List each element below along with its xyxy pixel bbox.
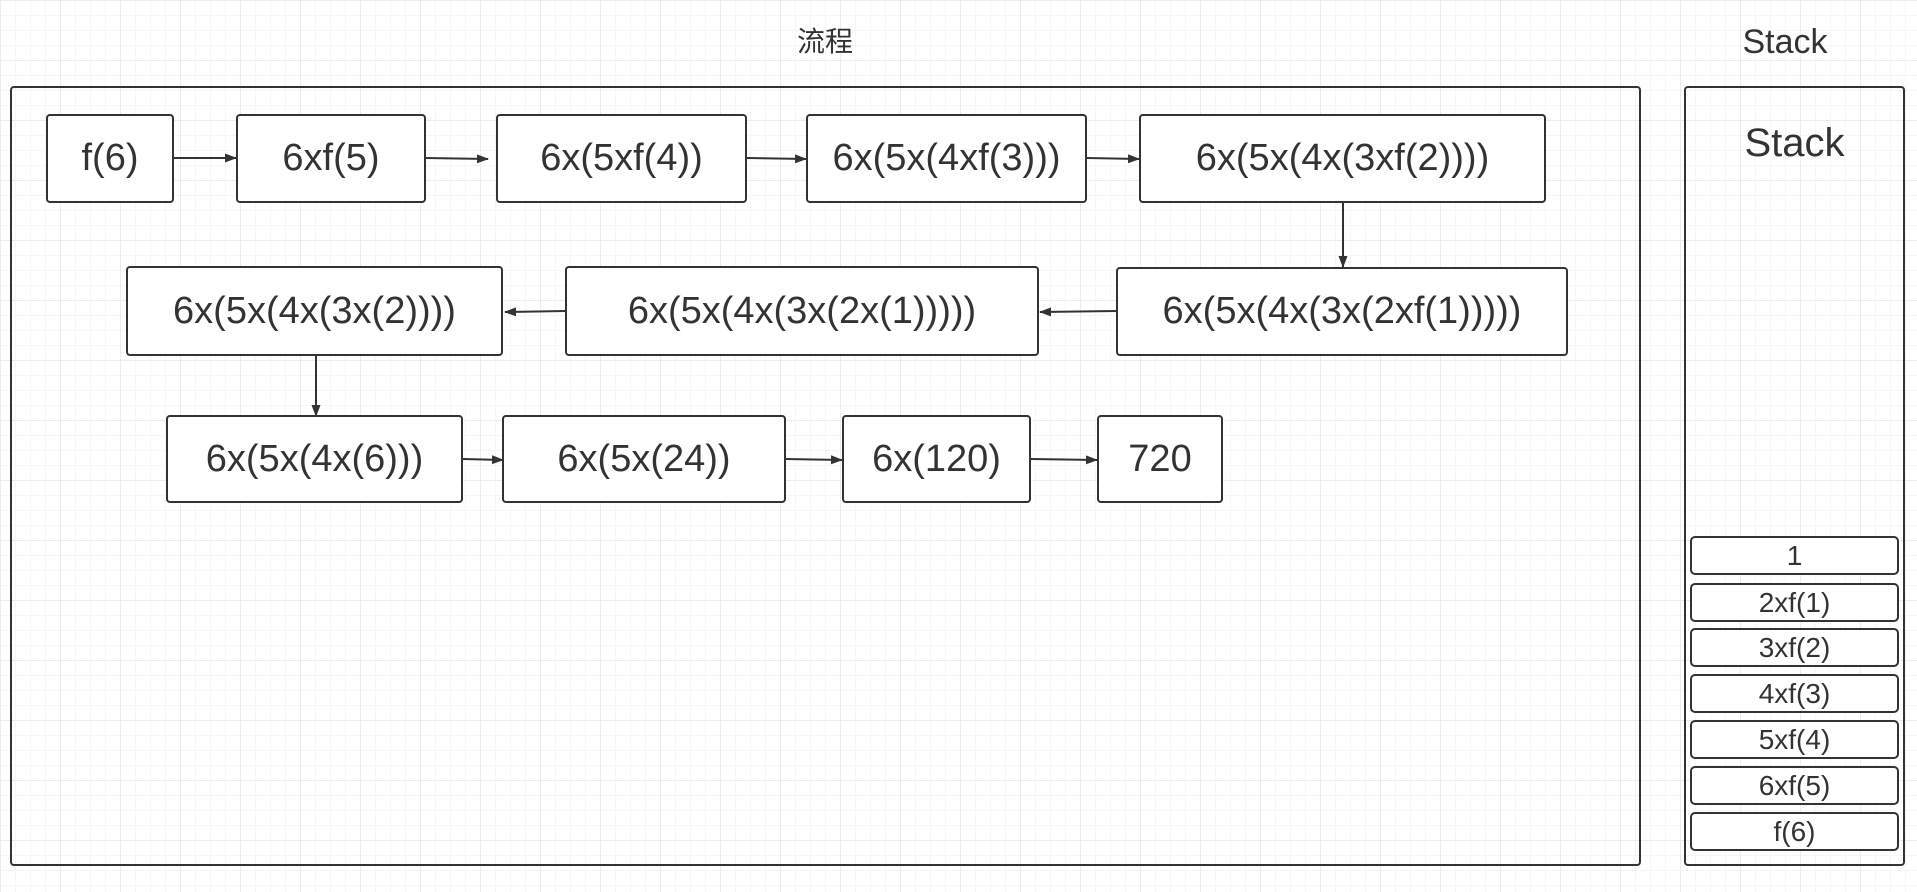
stack-panel-heading: Stack xyxy=(1744,121,1845,165)
flow-node[interactable]: 6xf(5) xyxy=(236,114,426,203)
flow-node[interactable]: 6x(5x(4x(6))) xyxy=(166,415,463,503)
flow-node[interactable]: 6x(5xf(4)) xyxy=(496,114,747,203)
stack-item[interactable]: 3xf(2) xyxy=(1690,628,1899,667)
flow-node[interactable]: 6x(120) xyxy=(842,415,1031,503)
flow-node[interactable]: 6x(5x(4xf(3))) xyxy=(806,114,1087,203)
flow-title: 流程 xyxy=(796,26,853,57)
flow-result-node[interactable]: 720 xyxy=(1097,415,1223,503)
stack-panel[interactable] xyxy=(1684,86,1905,866)
flow-node[interactable]: 6x(5x(4x(3x(2x(1))))) xyxy=(565,266,1039,356)
stack-item[interactable]: 4xf(3) xyxy=(1690,674,1899,713)
flow-node[interactable]: 6x(5x(4x(3x(2xf(1))))) xyxy=(1116,267,1568,356)
stack-title: Stack xyxy=(1742,23,1828,61)
stack-item[interactable]: 6xf(5) xyxy=(1690,766,1899,805)
stack-item[interactable]: 2xf(1) xyxy=(1690,583,1899,622)
stack-item[interactable]: f(6) xyxy=(1690,812,1899,851)
flow-node[interactable]: 6x(5x(4x(3x(2)))) xyxy=(126,266,503,356)
flow-node[interactable]: f(6) xyxy=(46,114,174,203)
flow-panel[interactable] xyxy=(10,86,1641,866)
flow-node[interactable]: 6x(5x(4x(3xf(2)))) xyxy=(1139,114,1546,203)
stack-item[interactable]: 1 xyxy=(1690,536,1899,575)
stack-item[interactable]: 5xf(4) xyxy=(1690,720,1899,759)
flow-node[interactable]: 6x(5x(24)) xyxy=(502,415,786,503)
